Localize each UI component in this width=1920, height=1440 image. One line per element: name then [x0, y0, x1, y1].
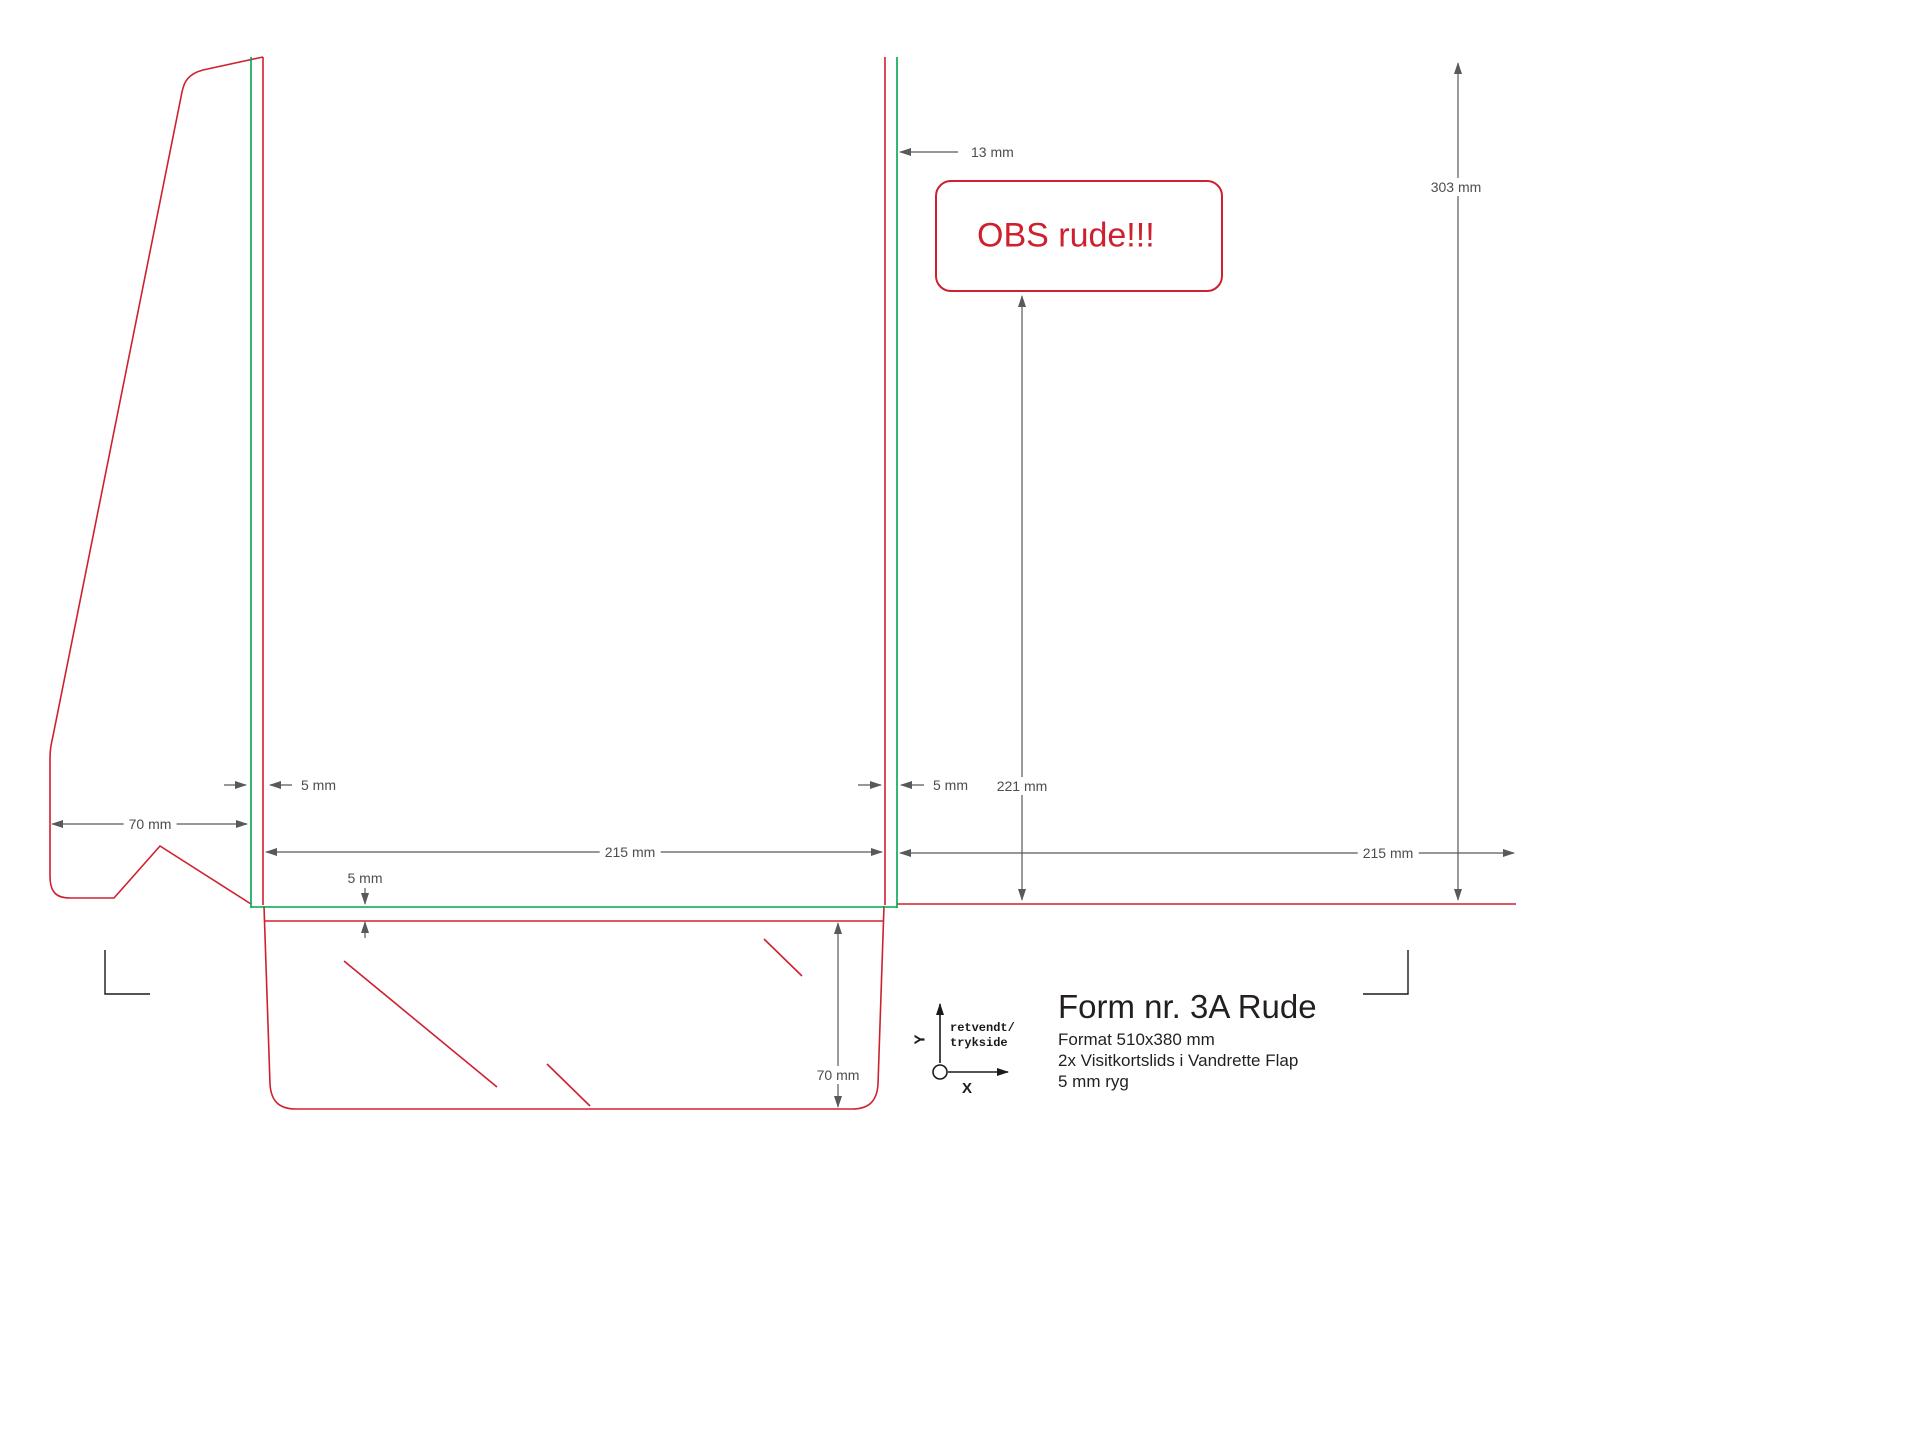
card-slit-short — [546, 1063, 591, 1107]
spine-spec: 5 mm ryg — [1058, 1072, 1129, 1091]
dim-label-5mm-left: 5 mm — [296, 776, 341, 794]
dim-label-70mm-pocket: 70 mm — [811, 1066, 865, 1084]
axis-y-label: Y — [911, 1034, 929, 1045]
obs-note-box: OBS rude!!! — [935, 180, 1223, 292]
dimension-lines — [51, 62, 1515, 1108]
corner-mark-left — [104, 950, 150, 995]
dim-label-215mm-left: 215 mm — [599, 843, 661, 861]
slits-spec: 2x Visitkortslids i Vandrette Flap — [1058, 1051, 1299, 1070]
corner-marks — [104, 950, 1409, 995]
pocket-outline — [263, 905, 885, 1110]
dim-label-5mm-mid: 5 mm — [928, 776, 973, 794]
orientation-axis — [932, 1003, 1009, 1080]
dim-label-215mm-right: 215 mm — [1357, 844, 1419, 862]
card-slit-right — [763, 938, 803, 977]
dim-label-303mm: 303 mm — [1425, 178, 1487, 196]
dim-label-221mm: 221 mm — [991, 777, 1053, 795]
dim-label-13mm: 13 mm — [966, 143, 1019, 161]
form-title: Form nr. 3A Rude — [1058, 988, 1317, 1025]
axis-x-label: X — [962, 1080, 973, 1097]
orientation-note: retvendt/ trykside — [950, 1021, 1015, 1051]
obs-note-text: OBS rude!!! — [977, 216, 1155, 255]
dim-label-5mm-bottom: 5 mm — [342, 869, 388, 887]
card-slit-long — [343, 960, 498, 1088]
format-spec: Format 510x380 mm — [1058, 1030, 1215, 1049]
orientation-note-line1: retvendt/ — [950, 1021, 1015, 1035]
left-flap-outline — [49, 56, 264, 905]
fold-lines — [250, 57, 898, 908]
title-block: Form nr. 3A Rude Format 510x380 mm 2x Vi… — [1058, 988, 1317, 1092]
orientation-note-line2: trykside — [950, 1036, 1008, 1050]
cut-lines — [49, 56, 1516, 1110]
dim-label-70mm-left: 70 mm — [123, 815, 177, 833]
corner-mark-right — [1363, 950, 1409, 995]
axis-origin-circle — [932, 1064, 948, 1080]
